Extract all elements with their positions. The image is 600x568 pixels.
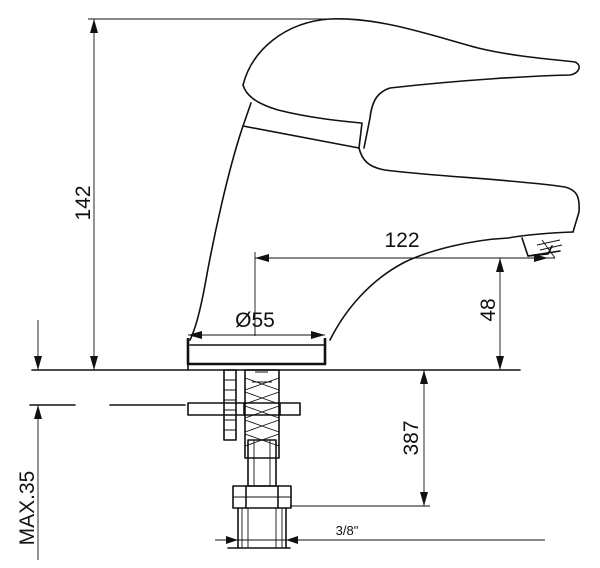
mounting-hardware <box>187 369 301 549</box>
dimension-hose-387: 387 <box>290 370 430 507</box>
dimension-thread-3-8: 3/8" <box>215 523 545 544</box>
label-122: 122 <box>384 229 419 252</box>
label-thread-3-8: 3/8" <box>336 523 359 538</box>
label-max-35: MAX.35 <box>16 471 39 546</box>
label-diameter-55: Ø55 <box>235 309 275 332</box>
dimension-max-35: MAX.35 <box>16 320 42 560</box>
dimension-diameter-55: Ø55 <box>188 309 325 339</box>
dimension-reach-122: 122 <box>254 229 555 336</box>
dimension-height-142: 142 <box>72 18 330 370</box>
label-48: 48 <box>477 298 500 321</box>
base-flange <box>186 338 327 371</box>
faucet-outline <box>189 18 580 341</box>
label-387: 387 <box>400 420 423 455</box>
label-142: 142 <box>72 185 95 220</box>
dimension-spout-height-48: 48 <box>477 258 504 370</box>
